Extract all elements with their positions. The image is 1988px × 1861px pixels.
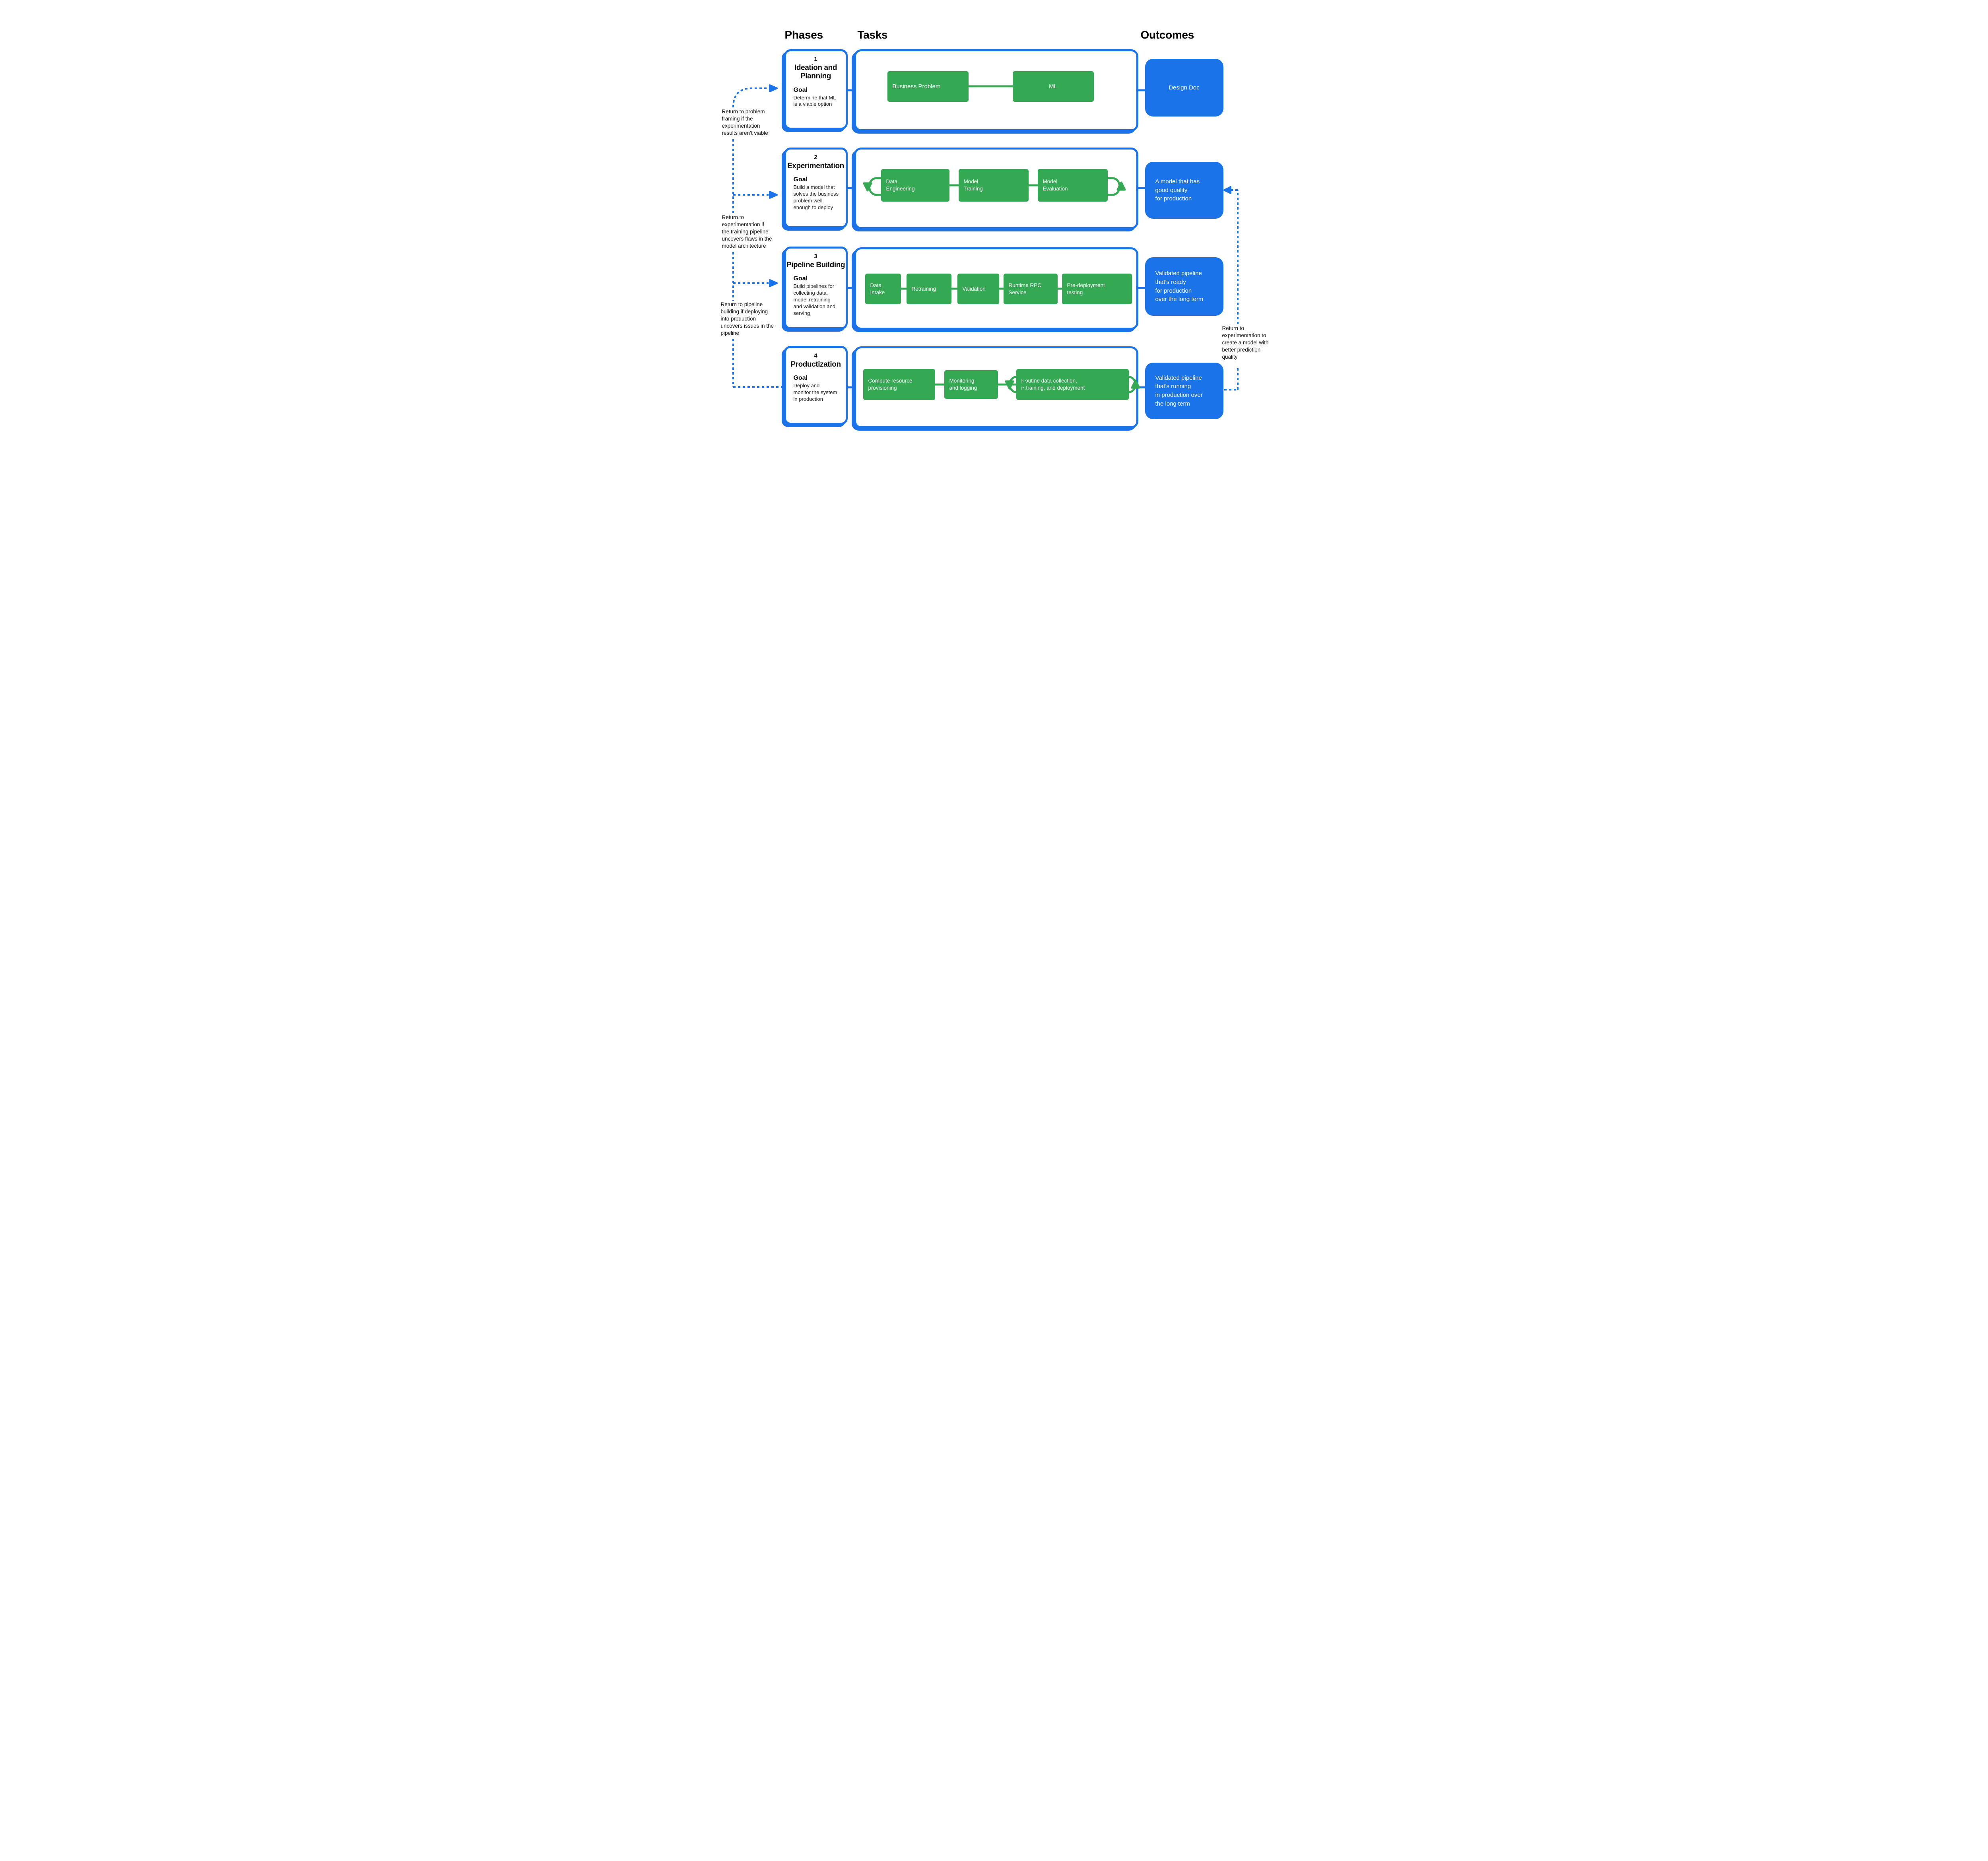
task-label: Routine data collection, retraining, and… (1021, 378, 1085, 391)
column-header-tasks: Tasks (857, 29, 888, 41)
task-label: Monitoring and logging (949, 378, 977, 391)
phase-number: 3 (814, 253, 817, 260)
note-return-to-experimentation-right: Return to experimentation to create a mo… (1222, 325, 1269, 360)
outcome-card-validated-pipeline-ready: Validated pipeline that’s ready for prod… (1145, 257, 1223, 316)
task-box-data-intake: Data Intake (865, 274, 901, 304)
phase-title: Productization (790, 360, 841, 369)
phase-title: Pipeline Building (786, 261, 845, 269)
goal-label: Goal (793, 275, 808, 282)
task-box-model-evaluation: Model Evaluation (1037, 169, 1108, 202)
phase-card-ideation-planning: 1 Ideation and Planning Goal Determine t… (784, 49, 848, 130)
outcome-label: Validated pipeline that’s ready for prod… (1155, 270, 1204, 303)
phase-number: 1 (814, 56, 817, 62)
task-label: Data Engineering (886, 179, 915, 192)
note-return-to-experimentation: Return to experimentation if the trainin… (722, 214, 772, 249)
goal-label: Goal (793, 375, 808, 382)
task-label: ML (1049, 83, 1057, 90)
task-box-model-training: Model Training (958, 169, 1029, 202)
phase-number: 2 (814, 154, 817, 161)
outcome-label: Validated pipeline that’s running in pro… (1155, 374, 1203, 407)
note-return-to-pipeline-building: Return to pipeline building if deploying… (720, 301, 774, 336)
outcome-card-validated-pipeline-running: Validated pipeline that’s running in pro… (1145, 363, 1223, 419)
task-box-pre-deployment-testing: Pre-deployment testing (1062, 274, 1132, 304)
arrow-right-icon (769, 279, 778, 287)
task-box-compute-resource-provisioning: Compute resource provisioning (863, 369, 935, 400)
outcome-label: A model that has good quality for produc… (1155, 178, 1200, 202)
task-box-validation: Validation (957, 274, 999, 304)
goal-text: Build pipelines for collecting data, mod… (793, 283, 836, 316)
outcome-card-model-good-quality: A model that has good quality for produc… (1145, 162, 1223, 219)
goal-text: Deploy and monitor the system in product… (793, 383, 837, 402)
phase-card-productization: 4 Productization Goal Deploy and monitor… (784, 346, 848, 425)
phase-number: 4 (814, 352, 817, 359)
note-return-to-problem-framing: Return to problem framing if the experim… (722, 109, 768, 136)
task-box-runtime-rpc-service: Runtime RPC Service (1003, 274, 1058, 304)
column-header-phases: Phases (784, 29, 823, 41)
task-box-monitoring-and-logging: Monitoring and logging (944, 370, 998, 399)
task-label: Model Evaluation (1043, 179, 1068, 192)
task-label: Business Problem (892, 83, 941, 90)
task-label: Retraining (911, 286, 936, 292)
outcome-card-design-doc: Design Doc (1145, 59, 1223, 117)
phase-card-experimentation: 2 Experimentation Goal Build a model tha… (784, 148, 848, 228)
task-box-business-problem: Business Problem (887, 71, 969, 102)
arrow-left-icon (1223, 186, 1231, 194)
task-label: Validation (962, 286, 986, 292)
arrow-right-icon (769, 191, 778, 199)
phase-card-pipeline-building: 3 Pipeline Building Goal Build pipelines… (784, 247, 848, 329)
goal-text: Determine that ML is a viable option (793, 94, 836, 107)
column-header-outcomes: Outcomes (1140, 29, 1194, 41)
task-label: Compute resource provisioning (868, 378, 912, 391)
task-label: Pre-deployment testing (1067, 282, 1105, 295)
goal-label: Goal (793, 176, 808, 183)
goal-text: Build a model that solves the business p… (793, 184, 839, 210)
phase-title: Experimentation (787, 162, 844, 170)
task-label: Runtime RPC Service (1008, 282, 1042, 295)
task-box-data-engineering: Data Engineering (881, 169, 949, 202)
goal-label: Goal (793, 86, 808, 93)
task-label: Model Training (963, 179, 983, 192)
outcome-label: Design Doc (1169, 84, 1200, 91)
task-box-ml: ML (1012, 71, 1094, 102)
arrow-right-icon (769, 84, 778, 92)
return-arrowheads-right (1223, 186, 1231, 194)
blue-connectors (846, 89, 1146, 389)
mlops-phases-diagram: Phases Tasks Outcomes 1 Ideation and Pla… (712, 0, 1276, 465)
task-label: Data Intake (870, 282, 885, 295)
task-box-retraining: Retraining (906, 274, 951, 304)
phase-title: Ideation and Planning (794, 64, 837, 81)
task-box-routine-data-collection: Routine data collection, retraining, and… (1016, 369, 1129, 400)
